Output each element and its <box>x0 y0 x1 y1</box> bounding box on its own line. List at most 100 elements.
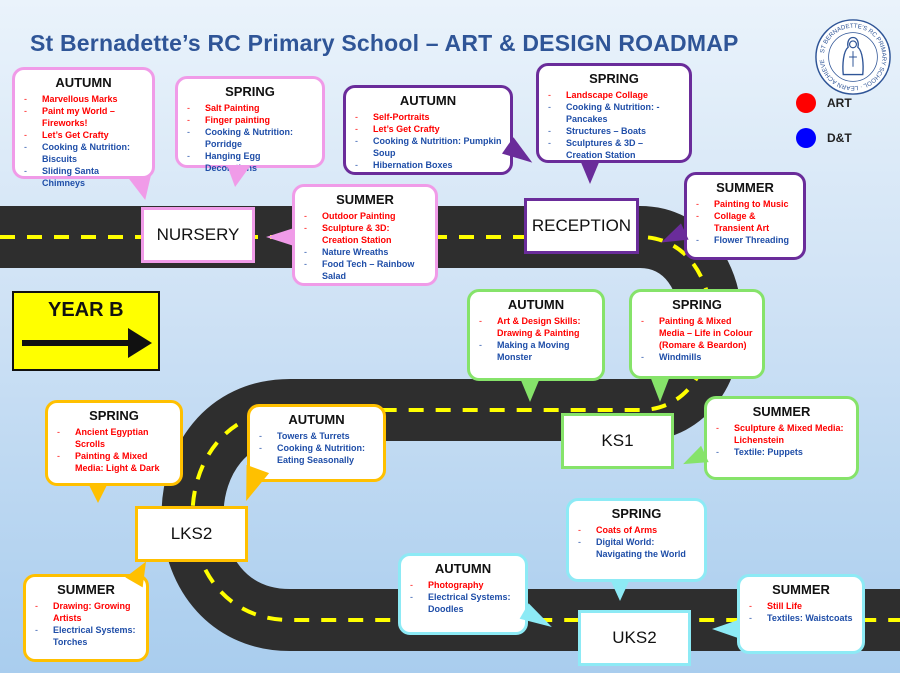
bubble-list: Self-Portraits Let’s Get Crafty Cooking … <box>354 111 502 171</box>
list-item: Electrical Systems: Torches <box>34 624 138 648</box>
list-item: Electrical Systems: Doodles <box>409 591 517 615</box>
list-item: Still Life <box>748 600 854 612</box>
school-logo: ST BERNADETTE'S RC PRIMARY SCHOOL · LEAR… <box>814 18 891 95</box>
bubble-list: Art & Design Skills: Drawing & Painting … <box>478 315 594 363</box>
legend-dt-dot <box>796 128 816 148</box>
road-centre-line <box>0 235 900 622</box>
bubble-title: AUTUMN <box>507 297 565 312</box>
list-item: Salt Painting <box>186 102 314 114</box>
bubble-list: Painting to Music Collage & Transient Ar… <box>695 198 795 246</box>
legend-dt: D&T <box>796 128 852 148</box>
list-item: Art & Design Skills: Drawing & Painting <box>478 315 594 339</box>
list-item: Sliding Santa Chimneys <box>23 165 144 189</box>
right-arrow-icon <box>22 328 152 358</box>
year-sign-label: YEAR B <box>48 299 124 321</box>
list-item: Finger painting <box>186 114 314 126</box>
list-item: Hanging Egg Decorations <box>186 150 314 174</box>
bubble-ks1-summer: SUMMER Sculpture & Mixed Media: Lichenst… <box>704 396 859 480</box>
year-sign: YEAR B <box>12 291 160 371</box>
list-item: Let’s Get Crafty <box>23 129 144 141</box>
bubble-title: AUTUMN <box>55 75 112 90</box>
legend-art-label: ART <box>827 96 852 110</box>
stage-ks1: KS1 <box>561 413 674 469</box>
list-item: Cooking & Nutrition: - Pancakes <box>547 101 681 125</box>
stage-nursery: NURSERY <box>141 207 255 263</box>
list-item: Let’s Get Crafty <box>354 123 502 135</box>
bubble-uks2-autumn: AUTUMN Photography Electrical Systems: D… <box>398 553 528 635</box>
bubble-tail <box>610 579 630 601</box>
list-item: Sculpture & Mixed Media: Lichenstein <box>715 422 848 446</box>
list-item: Cooking & Nutrition: Biscuits <box>23 141 144 165</box>
bubble-reception-autumn: AUTUMN Self-Portraits Let’s Get Crafty C… <box>343 85 513 175</box>
bubble-tail <box>580 160 600 184</box>
list-item: Ancient Egyptian Scrolls <box>56 426 172 450</box>
bubble-title: SPRING <box>589 71 639 86</box>
bubble-title: SPRING <box>672 297 722 312</box>
list-item: Collage & Transient Art <box>695 210 795 234</box>
list-item: Windmills <box>640 351 754 363</box>
bubble-list: Coats of Arms Digital World: Navigating … <box>577 524 696 560</box>
bubble-list: Salt Painting Finger painting Cooking & … <box>186 102 314 174</box>
bubble-tail <box>712 620 738 638</box>
list-item: Marvellous Marks <box>23 93 144 105</box>
list-item: Nature Wreaths <box>303 246 427 258</box>
stage-lks2: LKS2 <box>135 506 248 562</box>
bubble-nursery-spring: SPRING Salt Painting Finger painting Coo… <box>175 76 325 173</box>
bubble-list: Photography Electrical Systems: Doodles <box>409 579 517 615</box>
list-item: Sculptures & 3D – Creation Station <box>547 137 681 161</box>
list-item: Drawing: Growing Artists <box>34 600 138 624</box>
list-item: Outdoor Painting <box>303 210 427 222</box>
bubble-title: SUMMER <box>716 180 774 195</box>
list-item: Photography <box>409 579 517 591</box>
bubble-tail <box>88 483 108 503</box>
list-item: Painting & Mixed Media: Light & Dark <box>56 450 172 474</box>
bubble-nursery-autumn: AUTUMN Marvellous Marks Paint my World –… <box>12 67 155 188</box>
bubble-title: AUTUMN <box>399 93 457 108</box>
bubble-reception-summer: SUMMER Painting to Music Collage & Trans… <box>684 172 806 260</box>
legend-dt-label: D&T <box>827 131 852 145</box>
list-item: Food Tech – Rainbow Salad <box>303 258 427 282</box>
bubble-uks2-spring: SPRING Coats of Arms Digital World: Navi… <box>566 498 707 582</box>
bubble-uks2-summer: SUMMER Still Life Textiles: Waistcoats <box>737 574 865 654</box>
list-item: Structures – Boats <box>547 125 681 137</box>
bubble-title: SPRING <box>611 506 662 521</box>
list-item: Paint my World – Fireworks! <box>23 105 144 129</box>
legend-art: ART <box>796 93 852 113</box>
list-item: Textile: Puppets <box>715 446 848 458</box>
list-item: Making a Moving Monster <box>478 339 594 363</box>
list-item: Textiles: Waistcoats <box>748 612 854 624</box>
bubble-title: SUMMER <box>752 404 811 419</box>
bubble-title: AUTUMN <box>434 561 492 576</box>
list-item: Flower Threading <box>695 234 795 246</box>
stage-uks2: UKS2 <box>578 610 691 666</box>
list-item: Coats of Arms <box>577 524 696 536</box>
bubble-list: Marvellous Marks Paint my World – Firewo… <box>23 93 144 189</box>
bubble-title: AUTUMN <box>288 412 345 427</box>
list-item: Painting to Music <box>695 198 795 210</box>
bubble-ks1-autumn: AUTUMN Art & Design Skills: Drawing & Pa… <box>467 289 605 381</box>
list-item: Self-Portraits <box>354 111 502 123</box>
bubble-list: Drawing: Growing Artists Electrical Syst… <box>34 600 138 648</box>
bubble-lks2-spring: SPRING Ancient Egyptian Scrolls Painting… <box>45 400 183 486</box>
stage-reception: RECEPTION <box>524 198 639 254</box>
list-item: Painting & Mixed Media – Life in Colour … <box>640 315 754 351</box>
bubble-tail <box>223 165 251 187</box>
page-title: St Bernadette’s RC Primary School – ART … <box>30 30 739 56</box>
bubble-lks2-autumn: AUTUMN Towers & Turrets Cooking & Nutrit… <box>247 404 386 482</box>
bubble-list: Still Life Textiles: Waistcoats <box>748 600 854 624</box>
bubble-reception-spring: SPRING Landscape Collage Cooking & Nutri… <box>536 63 692 163</box>
legend-art-dot <box>796 93 816 113</box>
list-item: Cooking & Nutrition: Eating Seasonally <box>258 442 375 466</box>
bubble-title: SPRING <box>225 84 275 99</box>
list-item: Towers & Turrets <box>258 430 375 442</box>
bubble-title: SUMMER <box>57 582 115 597</box>
bubble-list: Landscape Collage Cooking & Nutrition: -… <box>547 89 681 161</box>
bubble-title: SUMMER <box>772 582 830 597</box>
list-item: Sculpture & 3D: Creation Station <box>303 222 427 246</box>
bubble-list: Outdoor Painting Sculpture & 3D: Creatio… <box>303 210 427 282</box>
bubble-list: Ancient Egyptian Scrolls Painting & Mixe… <box>56 426 172 474</box>
list-item: Cooking & Nutrition: Pumpkin Soup <box>354 135 502 159</box>
bubble-list: Painting & Mixed Media – Life in Colour … <box>640 315 754 363</box>
bubble-tail <box>520 378 540 402</box>
bubble-list: Sculpture & Mixed Media: Lichenstein Tex… <box>715 422 848 458</box>
